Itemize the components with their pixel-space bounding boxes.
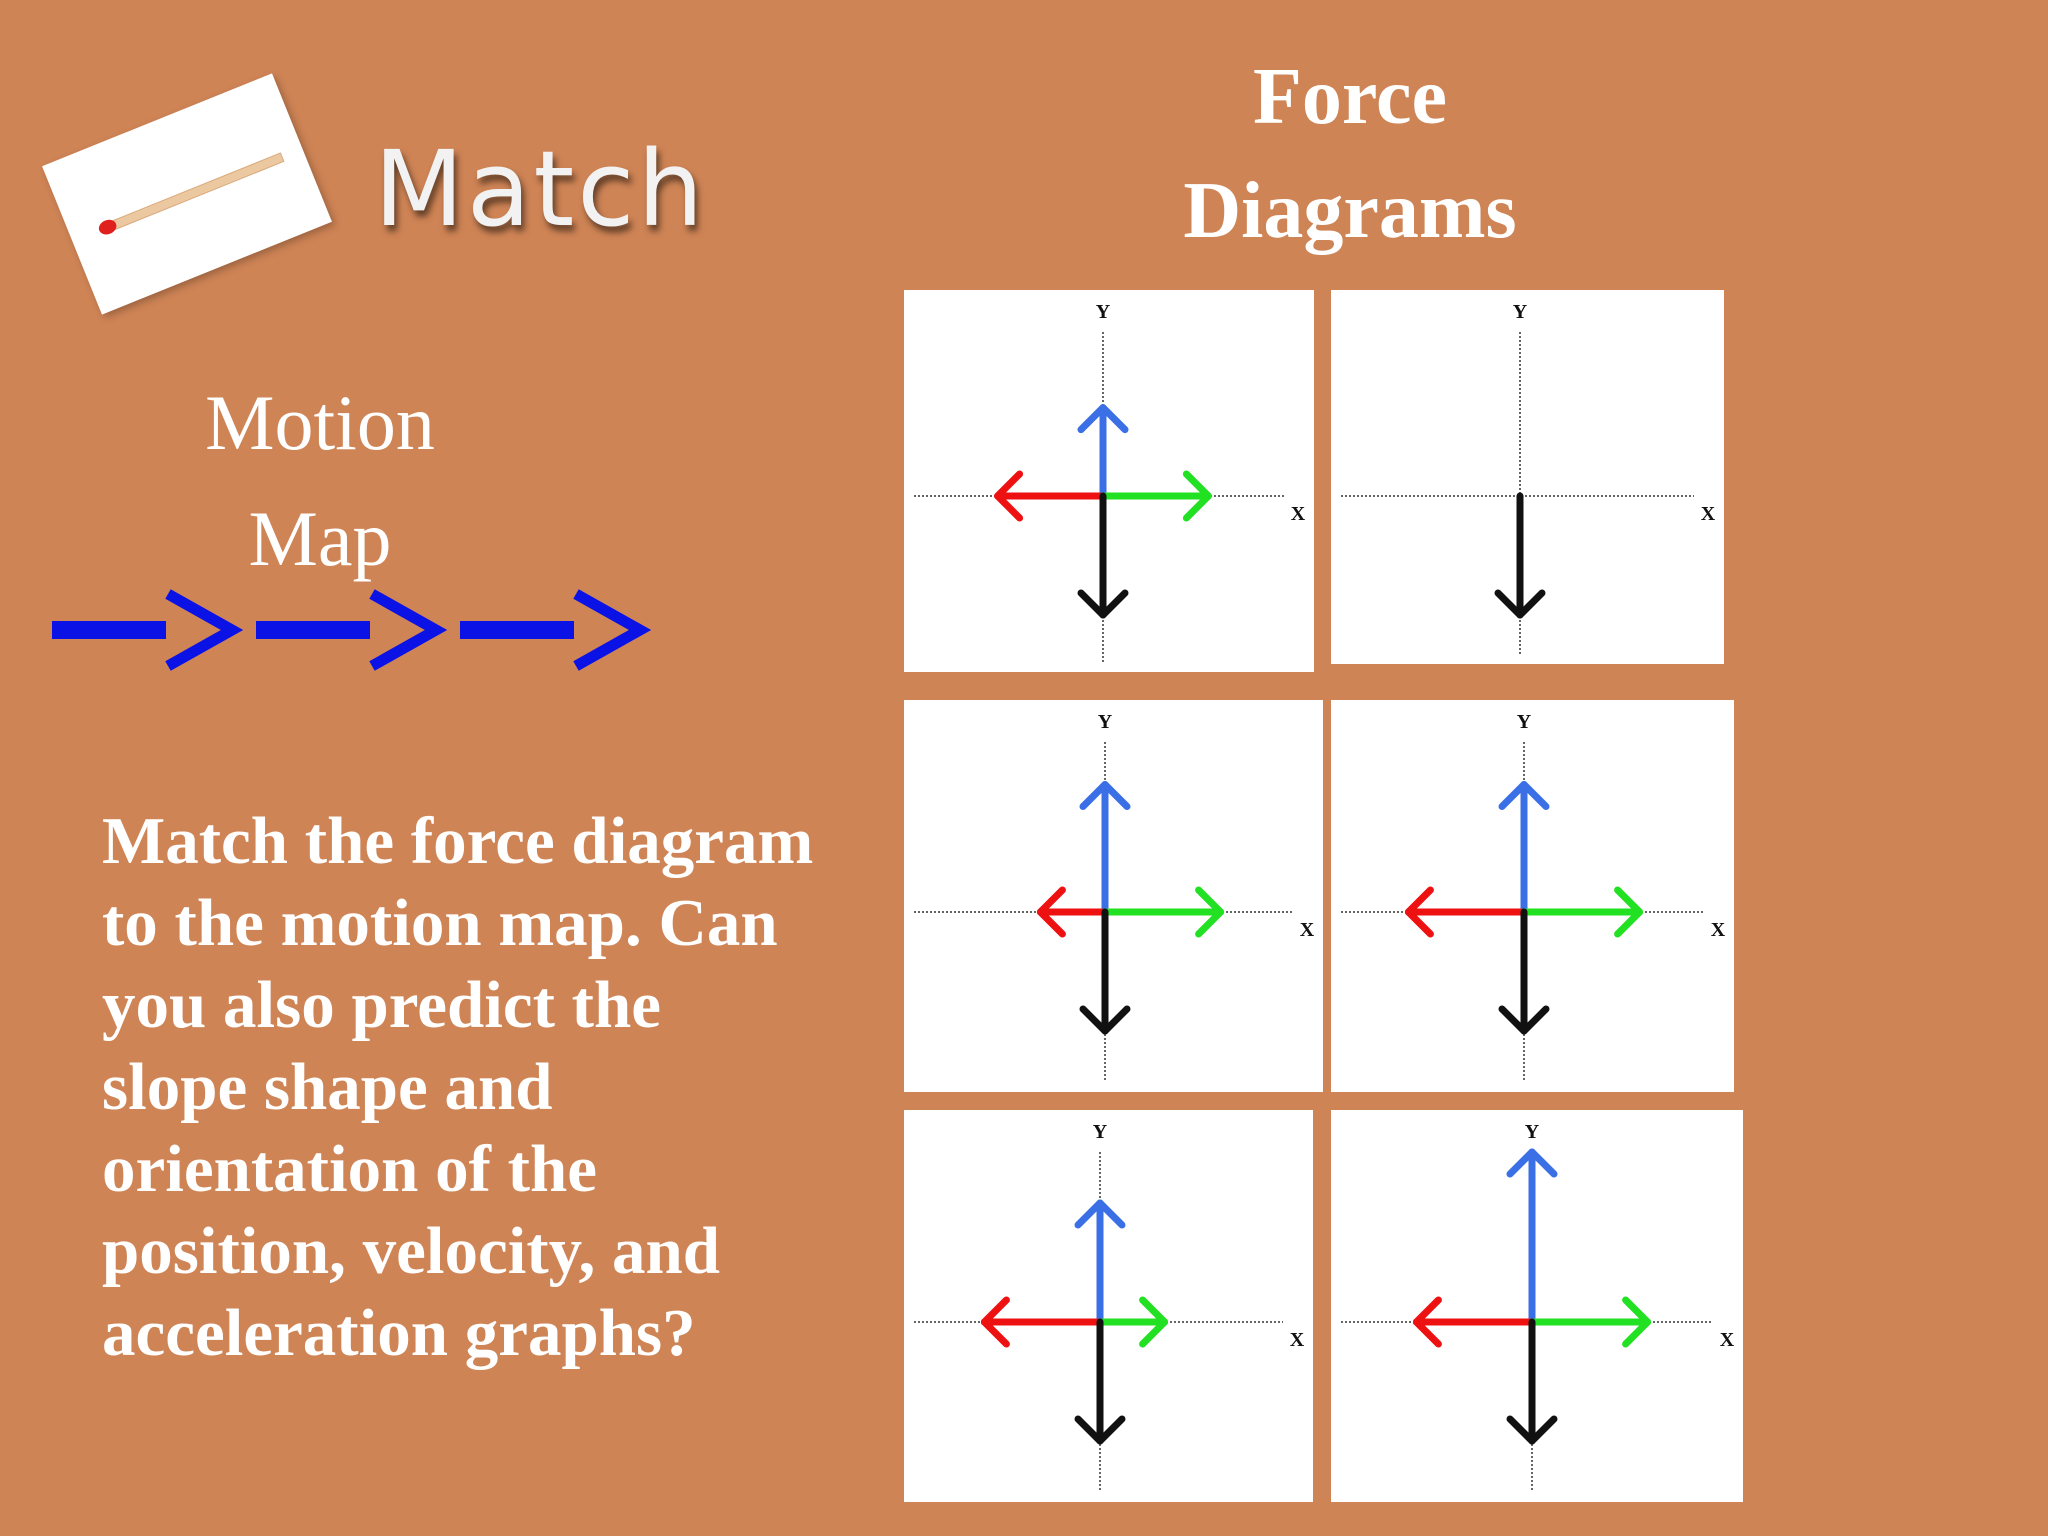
- left-force-arrow: [980, 1296, 1104, 1348]
- motion-map-title-line2: Map: [248, 495, 392, 582]
- force-diagram-svg: YX: [1341, 1121, 1735, 1492]
- motion-map-arrow: [256, 589, 448, 671]
- y-axis-label: Y: [1513, 301, 1528, 323]
- down-force-arrow: [1079, 908, 1131, 1035]
- x-axis-label: X: [1290, 1329, 1305, 1351]
- left-force-arrow: [1036, 886, 1109, 938]
- force-diagram-svg: YX: [914, 711, 1315, 1082]
- x-axis-label: X: [1720, 1329, 1735, 1351]
- match-stick-image: [42, 73, 332, 315]
- right-force-arrow: [1099, 470, 1212, 522]
- left-force-arrow: [994, 470, 1107, 522]
- down-force-arrow: [1077, 492, 1129, 619]
- up-force-arrow: [1077, 404, 1129, 500]
- y-axis-label: Y: [1525, 1121, 1540, 1143]
- motion-map: [52, 589, 652, 671]
- force-diagrams-title-line2: Diagrams: [1183, 167, 1517, 255]
- x-axis-label: X: [1711, 919, 1726, 941]
- y-axis-label: Y: [1098, 711, 1113, 733]
- force-diagrams-title-line1: Force: [1253, 53, 1447, 141]
- up-force-arrow: [1079, 781, 1131, 916]
- right-force-arrow: [1528, 1296, 1652, 1348]
- x-axis-label: X: [1701, 503, 1716, 525]
- force-diagram-svg: YX: [914, 301, 1306, 662]
- force-diagram-svg: YX: [1341, 301, 1716, 654]
- motion-map-title-line1: Motion: [205, 379, 435, 466]
- x-axis-label: X: [1291, 503, 1306, 525]
- down-force-arrow: [1498, 908, 1550, 1035]
- left-force-arrow: [1404, 886, 1528, 938]
- right-force-arrow: [1520, 886, 1644, 938]
- left-force-arrow: [1412, 1296, 1536, 1348]
- down-force-arrow: [1506, 1318, 1558, 1445]
- force-diagram-svg: YX: [914, 1121, 1305, 1492]
- x-axis-label: X: [1300, 919, 1315, 941]
- y-axis-label: Y: [1517, 711, 1532, 733]
- y-axis-label: Y: [1093, 1121, 1108, 1143]
- right-force-arrow: [1101, 886, 1225, 938]
- down-force-arrow: [1494, 492, 1546, 619]
- up-force-arrow: [1498, 781, 1550, 916]
- force-diagram-svg: YX: [1341, 711, 1726, 1082]
- motion-map-arrow: [460, 589, 652, 671]
- up-force-arrow: [1506, 1148, 1558, 1326]
- right-force-arrow: [1096, 1296, 1169, 1348]
- motion-map-arrow: [52, 589, 244, 671]
- match-stick-icon: [98, 152, 285, 235]
- down-force-arrow: [1074, 1318, 1126, 1445]
- instructions-text: Match the force diagram to the motion ma…: [102, 804, 814, 1370]
- y-axis-label: Y: [1096, 301, 1111, 323]
- slide-title: Match: [374, 128, 707, 250]
- up-force-arrow: [1074, 1199, 1126, 1326]
